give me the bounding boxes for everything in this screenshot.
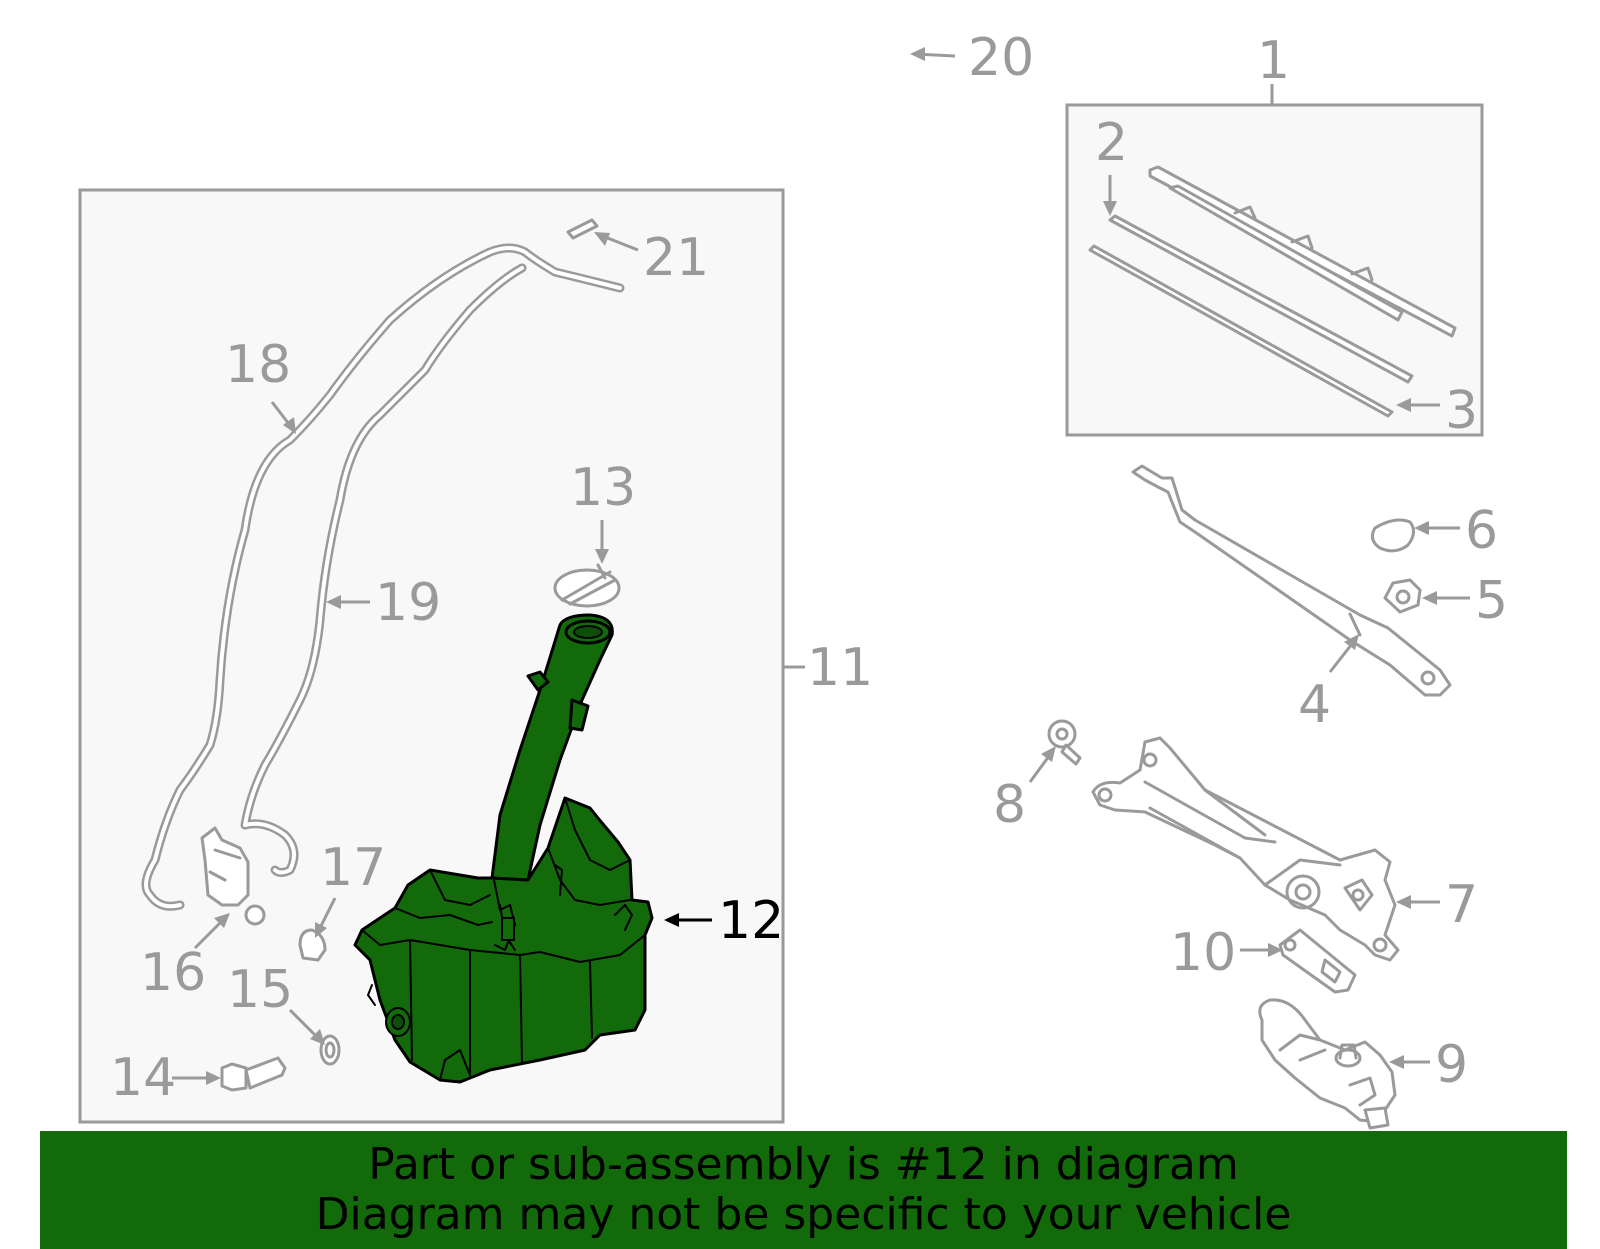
- wiper-linkage-part-7[interactable]: [1091, 736, 1400, 962]
- callout-15: 15: [227, 960, 293, 1020]
- motor-part-9[interactable]: [1258, 998, 1397, 1130]
- callout-5: 5: [1475, 571, 1508, 631]
- callout-21: 21: [643, 228, 709, 288]
- banner-line-1: Part or sub-assembly is #12 in diagram: [368, 1139, 1239, 1190]
- reservoir-tank-part-12[interactable]: [353, 613, 654, 1084]
- pump-part-16[interactable]: [200, 826, 266, 926]
- callout-4: 4: [1298, 675, 1331, 735]
- banner-line-2: Diagram may not be specific to your vehi…: [315, 1189, 1292, 1240]
- sensor-part-14[interactable]: [220, 1056, 287, 1092]
- callout-20: 20: [968, 28, 1034, 88]
- callout-19: 19: [375, 573, 441, 633]
- callout-14: 14: [110, 1048, 176, 1108]
- connector-part-21[interactable]: [566, 218, 599, 240]
- hose-part-18[interactable]: [141, 243, 625, 911]
- wiper-rubber-part-3[interactable]: [1088, 244, 1394, 418]
- bolt-part-8[interactable]: [1047, 719, 1082, 766]
- callout-17: 17: [320, 838, 386, 898]
- leader-lines: [172, 47, 1470, 1085]
- callout-9: 9: [1435, 1035, 1468, 1095]
- hose-part-19[interactable]: [240, 263, 527, 877]
- callout-3: 3: [1445, 381, 1478, 441]
- callout-6: 6: [1465, 501, 1498, 561]
- wiper-refill-part-2-strip[interactable]: [1108, 214, 1414, 384]
- callout-12: 12: [718, 891, 784, 951]
- callout-7: 7: [1445, 875, 1478, 935]
- callout-13: 13: [570, 458, 636, 518]
- callout-11: 11: [807, 638, 873, 698]
- callout-8: 8: [993, 775, 1026, 835]
- bracket-part-10[interactable]: [1278, 928, 1357, 994]
- cap-part-13[interactable]: [553, 563, 621, 608]
- info-banner: Part or sub-assembly is #12 in diagram D…: [40, 1131, 1567, 1249]
- seal-part-15[interactable]: [319, 1034, 341, 1066]
- grommet-part-17[interactable]: [298, 928, 327, 962]
- callout-18: 18: [225, 335, 291, 395]
- cover-cap-part-6[interactable]: [1370, 518, 1415, 553]
- callout-labels: 20 1 2 3 21 18 19 13 11 12 17 16 15 14 6…: [110, 28, 1508, 1108]
- wiper-arm-part-4[interactable]: [1131, 464, 1452, 697]
- wiper-blade-part-2[interactable]: [1148, 165, 1457, 338]
- callout-1: 1: [1257, 31, 1290, 91]
- hose-part-20[interactable]: [660, 30, 912, 170]
- callout-2: 2: [1095, 113, 1128, 173]
- callout-16: 16: [140, 943, 206, 1003]
- nut-part-5[interactable]: [1383, 578, 1422, 614]
- callout-10: 10: [1170, 923, 1236, 983]
